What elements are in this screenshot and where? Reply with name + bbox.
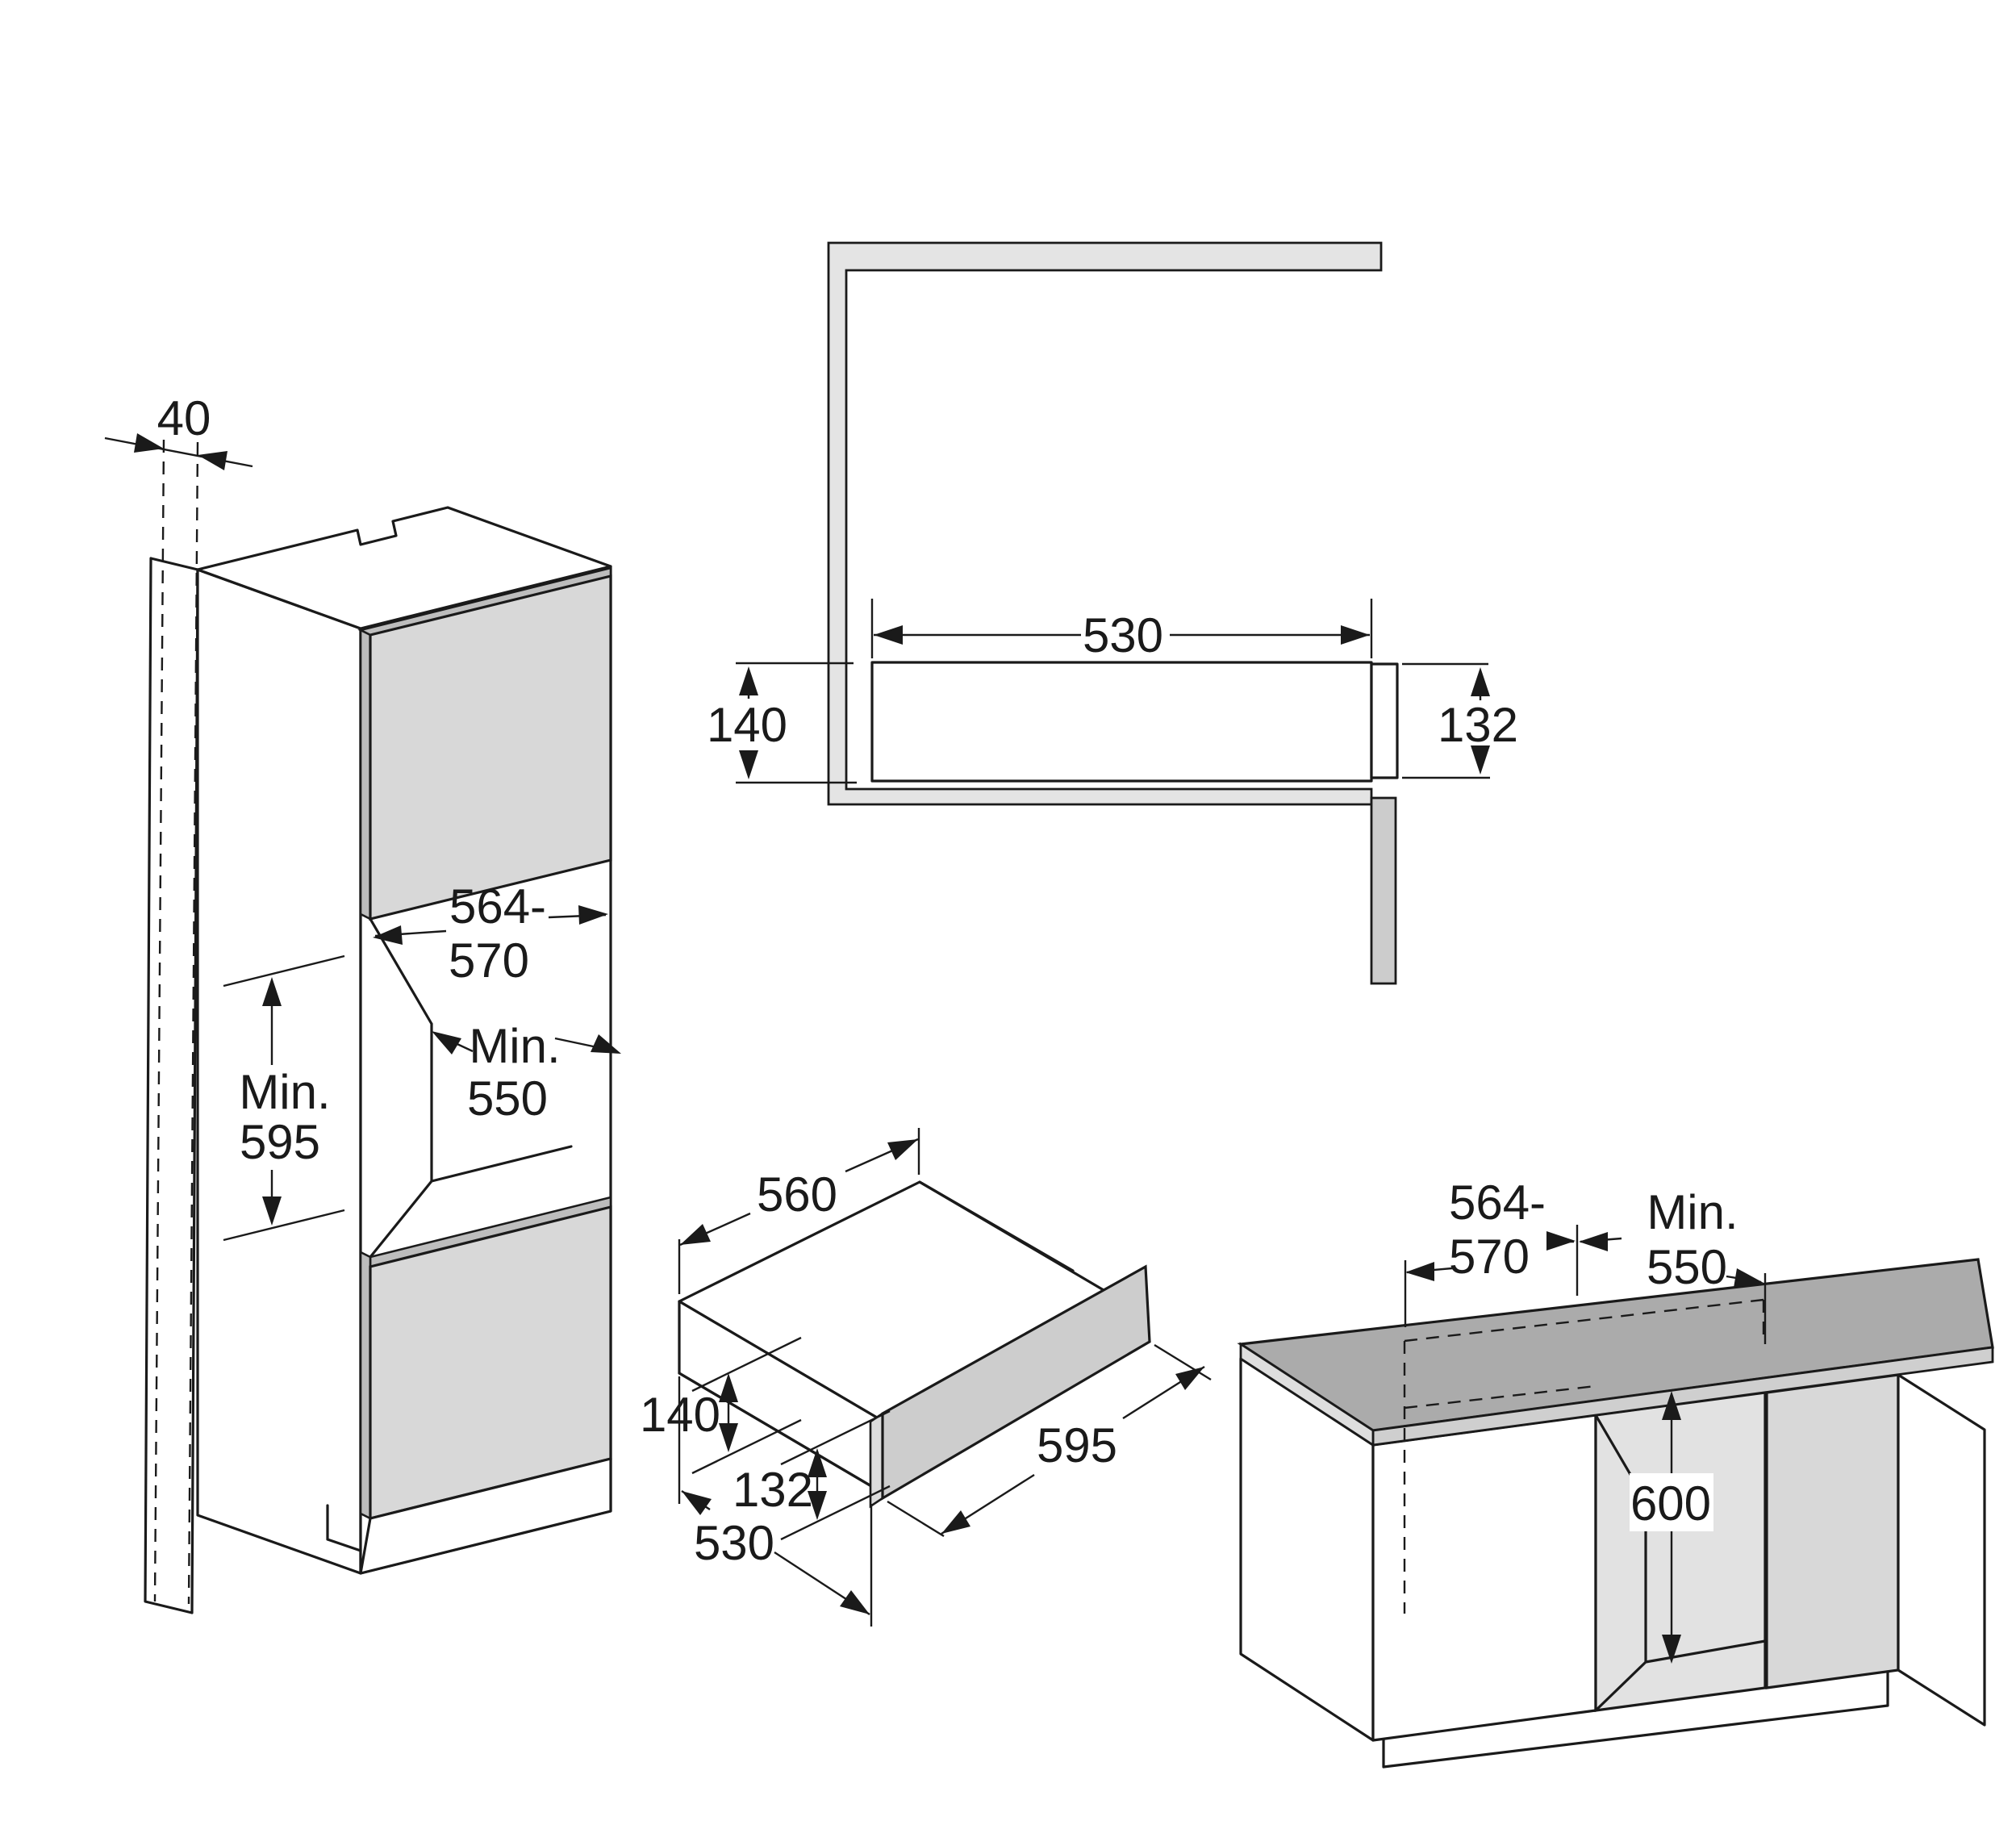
arrowhead bbox=[1471, 745, 1490, 775]
label-backplate bbox=[1630, 1473, 1713, 1531]
drawer-front-section bbox=[1370, 662, 1399, 779]
niche-interior-lines bbox=[369, 917, 573, 1259]
arrowhead bbox=[1341, 625, 1370, 645]
view-drawer-isometric: 560 140 132 530 595 bbox=[640, 1128, 1212, 1627]
arrowhead bbox=[1579, 1232, 1608, 1251]
dim-ext-595 bbox=[887, 1343, 1212, 1538]
arrowhead bbox=[887, 1139, 918, 1160]
dim-label-base-height: 600 bbox=[1630, 1476, 1711, 1531]
base-left-front-face bbox=[1371, 1414, 1597, 1742]
plinth-recess-lines bbox=[326, 1504, 362, 1552]
base-right-front-panel bbox=[1765, 1373, 1900, 1689]
dim-label-niche-height-2: 595 bbox=[240, 1115, 320, 1169]
dim-label-drawer-depth: 560 bbox=[757, 1167, 837, 1222]
arrowhead bbox=[1175, 1367, 1204, 1390]
dim-ext-132 bbox=[1402, 662, 1490, 779]
arrowhead bbox=[1734, 1268, 1763, 1288]
dim-label-base-width-2: 570 bbox=[1449, 1230, 1530, 1284]
view-cross-section: 530 140 132 bbox=[707, 241, 1518, 985]
hidden-niche-lines bbox=[1403, 1298, 1765, 1614]
dim-label-section-front-height: 132 bbox=[1438, 698, 1518, 752]
dim-label-drawer-front-width: 595 bbox=[1037, 1418, 1117, 1472]
dim-ext-560 bbox=[678, 1128, 920, 1294]
hidden-edge-line bbox=[187, 441, 199, 1605]
arrowhead bbox=[432, 1031, 461, 1054]
arrowhead bbox=[1662, 1635, 1681, 1664]
drawer-front-panel bbox=[881, 1264, 1151, 1501]
base-niche-interior-lines bbox=[1594, 1414, 1767, 1712]
arrowhead bbox=[262, 1196, 282, 1226]
upper-door-panel bbox=[369, 574, 612, 921]
dim-label-section-width: 530 bbox=[1083, 608, 1163, 662]
dim-ext-530 bbox=[870, 599, 1373, 658]
dim-label-niche-width-2: 570 bbox=[449, 933, 529, 988]
plinth-front bbox=[359, 1457, 612, 1575]
arrowhead bbox=[739, 666, 758, 695]
lower-door-side-edge bbox=[359, 1250, 372, 1521]
arrowhead bbox=[682, 1491, 712, 1515]
arrowhead bbox=[1405, 1262, 1434, 1281]
dim-label-base-depth-2: 550 bbox=[1647, 1240, 1727, 1294]
arrowhead bbox=[680, 1224, 711, 1245]
arrowhead bbox=[134, 433, 164, 453]
arrowhead bbox=[840, 1590, 870, 1614]
dim-line-40 bbox=[104, 436, 253, 468]
lower-return-wall bbox=[1370, 796, 1397, 985]
dim-ext-530c bbox=[678, 1376, 873, 1627]
arrowhead bbox=[739, 750, 758, 779]
drawer-body-section bbox=[870, 661, 1373, 783]
arrowhead bbox=[808, 1448, 827, 1477]
upper-door-side-edge bbox=[359, 628, 372, 921]
arrowhead bbox=[1471, 667, 1490, 696]
view-base-cabinet: 564- 570 Min. 550 600 bbox=[1237, 1176, 1994, 1769]
arrowhead bbox=[1546, 1231, 1576, 1251]
hidden-edge-line bbox=[153, 439, 165, 1602]
arrowhead bbox=[874, 625, 903, 645]
arrowhead bbox=[198, 451, 227, 470]
dim-label-base-depth-1: Min. bbox=[1647, 1185, 1738, 1239]
dim-ext-132c bbox=[780, 1409, 891, 1541]
cabinet-top-face bbox=[196, 506, 612, 630]
arrowhead bbox=[578, 905, 608, 925]
dim-label-drawer-front-height: 132 bbox=[733, 1463, 813, 1517]
channel-walls bbox=[827, 241, 1383, 806]
dim-ext-140c bbox=[691, 1336, 802, 1475]
arrowhead bbox=[719, 1373, 738, 1402]
dim-label-section-niche-height: 140 bbox=[707, 698, 787, 752]
dim-label-panel-gap: 40 bbox=[157, 391, 211, 445]
dim-label-base-width-1: 564- bbox=[1449, 1176, 1546, 1230]
arrowhead bbox=[1662, 1391, 1681, 1420]
dim-ext-niche-height bbox=[223, 954, 345, 1242]
arrowhead bbox=[262, 977, 282, 1006]
dim-label-niche-depth-1: Min. bbox=[469, 1019, 560, 1073]
dim-label-niche-depth-2: 550 bbox=[467, 1071, 548, 1125]
dim-label-drawer-width: 530 bbox=[694, 1516, 774, 1570]
dim-ext-140 bbox=[736, 662, 857, 784]
base-right-side-face bbox=[1897, 1373, 1986, 1727]
base-niche-opening bbox=[1594, 1391, 1767, 1712]
arrowhead bbox=[373, 925, 403, 945]
worktop-end-edge bbox=[1239, 1342, 1375, 1447]
dim-label-niche-width-1: 564- bbox=[449, 879, 546, 933]
arrowhead bbox=[591, 1034, 621, 1054]
dim-label-niche-height-1: Min. bbox=[239, 1065, 330, 1119]
dim-ext-base-width bbox=[1404, 1225, 1579, 1327]
arrowhead bbox=[719, 1423, 738, 1452]
view-tall-cabinet: 40 564- 570 Min. 550 Min. 595 bbox=[104, 391, 621, 1614]
base-plinth-lines bbox=[1382, 1670, 1889, 1769]
arrowhead bbox=[941, 1510, 970, 1534]
arrowhead bbox=[808, 1491, 827, 1520]
